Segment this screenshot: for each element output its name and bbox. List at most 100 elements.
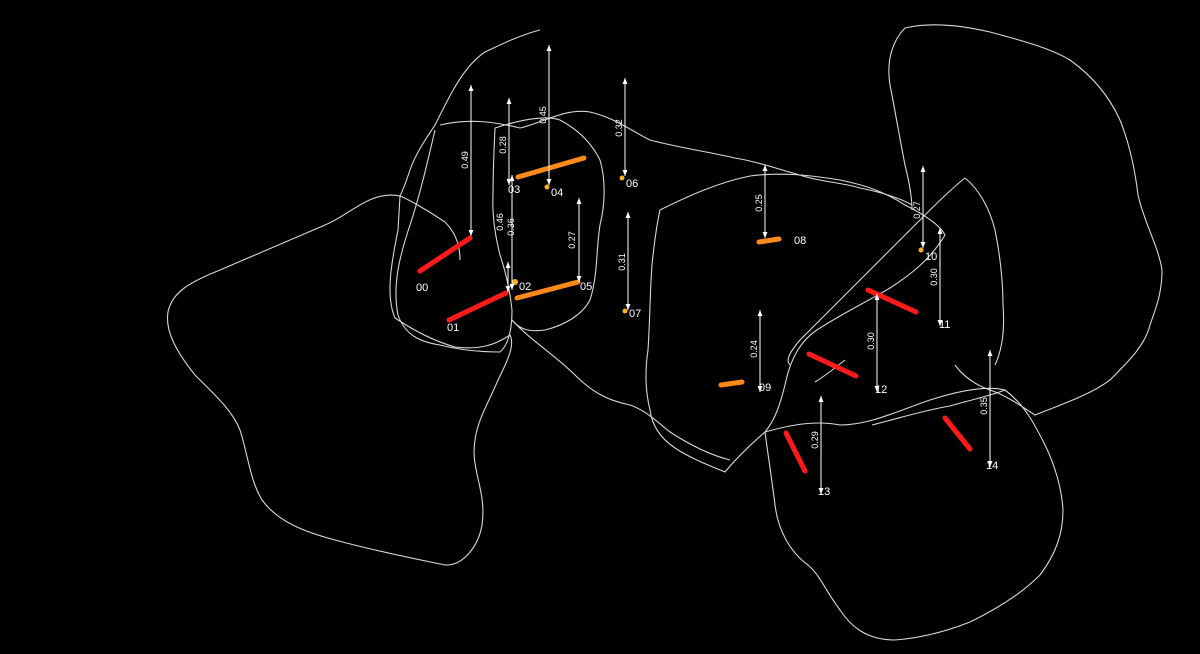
marker-dot-07 xyxy=(622,308,628,314)
arrow-12-head-top xyxy=(874,294,880,300)
outline-large-west xyxy=(166,194,513,566)
outline-south-east xyxy=(764,387,1064,641)
arrow-10-head-top xyxy=(920,166,926,172)
outline-small-seam xyxy=(814,359,846,383)
arrow-03-head-top xyxy=(506,98,512,104)
arrow-07-head-bottom xyxy=(625,304,631,310)
marker-bar-08 xyxy=(756,236,782,245)
arrow-11-head-top xyxy=(937,228,943,234)
arrow-14-head-bottom xyxy=(987,461,993,467)
value-label-13: 0.29 xyxy=(810,431,820,449)
id-label-00: 00 xyxy=(416,282,428,294)
marker-bar-14 xyxy=(942,415,973,452)
arrow-extra-0-head-top xyxy=(509,175,515,181)
value-label-07: 0.31 xyxy=(617,253,627,271)
value-label-05: 0.27 xyxy=(567,231,577,249)
arrow-extra-0-head-bottom xyxy=(509,284,515,290)
labels-layer: 0.49 00 01 0.46 02 0.28 03 0.45 04 0.27 05 0.32 06 0.… xyxy=(416,106,998,498)
outline-cluster-west-inner xyxy=(439,110,913,206)
arrow-10 xyxy=(920,166,926,248)
outline-inner-block-b xyxy=(494,117,605,332)
arrow-13-head-top xyxy=(818,396,824,402)
arrow-08-head-top xyxy=(762,165,768,171)
outline-center-block xyxy=(645,173,946,473)
value-label-11: 0.30 xyxy=(929,268,939,286)
id-label-07: 07 xyxy=(629,308,641,320)
arrow-09 xyxy=(757,310,763,392)
marker-bar-11 xyxy=(865,287,919,315)
arrow-06-head-top xyxy=(622,78,628,84)
arrow-09-head-top xyxy=(757,310,763,316)
arrow-06 xyxy=(622,78,628,176)
value-label-09: 0.24 xyxy=(749,340,759,358)
marker-bar-05 xyxy=(514,279,581,301)
marker-bar-09 xyxy=(718,379,745,388)
arrow-11-head-bottom xyxy=(937,320,943,326)
value-label-12: 0.30 xyxy=(866,332,876,350)
arrow-00 xyxy=(468,85,474,236)
outline-connector-south xyxy=(511,319,731,461)
arrow-14 xyxy=(987,350,993,467)
id-label-03: 03 xyxy=(508,184,520,196)
outline-inner-block-a xyxy=(395,127,513,353)
arrow-06-head-bottom xyxy=(622,170,628,176)
value-label-14: 0.35 xyxy=(979,397,989,415)
arrow-07 xyxy=(625,212,631,310)
arrow-12 xyxy=(874,294,880,392)
marker-dot-02 xyxy=(512,279,518,285)
marker-bar-00 xyxy=(417,235,473,274)
id-label-02: 02 xyxy=(519,281,531,293)
arrow-02-head-top xyxy=(505,262,511,268)
value-label-extra-0: 0.36 xyxy=(506,218,516,236)
arrows-layer xyxy=(468,45,993,494)
id-label-04: 04 xyxy=(551,187,563,199)
id-label-06: 06 xyxy=(626,178,638,190)
region-outlines xyxy=(166,24,1163,641)
id-label-08: 08 xyxy=(794,235,806,247)
id-label-12: 12 xyxy=(875,384,887,396)
arrow-13 xyxy=(818,396,824,494)
arrow-04-head-bottom xyxy=(546,179,552,185)
arrow-05 xyxy=(576,198,582,282)
arrow-13-head-bottom xyxy=(818,488,824,494)
id-label-09: 09 xyxy=(759,382,771,394)
id-label-01: 01 xyxy=(447,322,459,334)
id-label-14: 14 xyxy=(986,460,998,472)
markers-layer xyxy=(417,155,973,474)
arrow-10-head-bottom xyxy=(920,242,926,248)
marker-bar-12 xyxy=(806,351,859,379)
value-label-04: 0.45 xyxy=(538,106,548,124)
arrow-05-head-top xyxy=(576,198,582,204)
marker-dot-10 xyxy=(918,247,924,253)
value-label-08: 0.25 xyxy=(754,194,764,212)
arrow-07-head-top xyxy=(625,212,631,218)
arrow-00-head-bottom xyxy=(468,230,474,236)
arrow-11 xyxy=(937,228,943,326)
outline-east-diagonal xyxy=(787,177,1005,366)
marker-dot-06 xyxy=(619,175,625,181)
marker-dot-04 xyxy=(544,184,550,190)
arrow-09-head-bottom xyxy=(757,386,763,392)
value-label-06: 0.32 xyxy=(614,119,624,137)
value-label-00: 0.49 xyxy=(460,151,470,169)
arrow-04-head-top xyxy=(546,45,552,51)
marker-bar-03 xyxy=(515,155,587,180)
marker-bar-01 xyxy=(446,290,509,323)
value-label-03: 0.28 xyxy=(498,136,508,154)
outline-east-tall xyxy=(904,24,1163,416)
arrow-08-head-bottom xyxy=(762,232,768,238)
arrow-14-head-top xyxy=(987,350,993,356)
marker-bar-13 xyxy=(783,430,808,474)
value-label-02: 0.46 xyxy=(495,213,505,231)
arrow-00-head-top xyxy=(468,85,474,91)
arrow-04 xyxy=(546,45,552,185)
arrow-extra-0 xyxy=(509,175,515,290)
outline-east-inner xyxy=(888,27,913,211)
id-label-10: 10 xyxy=(925,251,937,263)
id-label-13: 13 xyxy=(818,486,830,498)
id-label-05: 05 xyxy=(580,281,592,293)
arrow-02 xyxy=(505,262,511,292)
outline-upper-center xyxy=(399,29,541,261)
arrow-05-head-bottom xyxy=(576,276,582,282)
